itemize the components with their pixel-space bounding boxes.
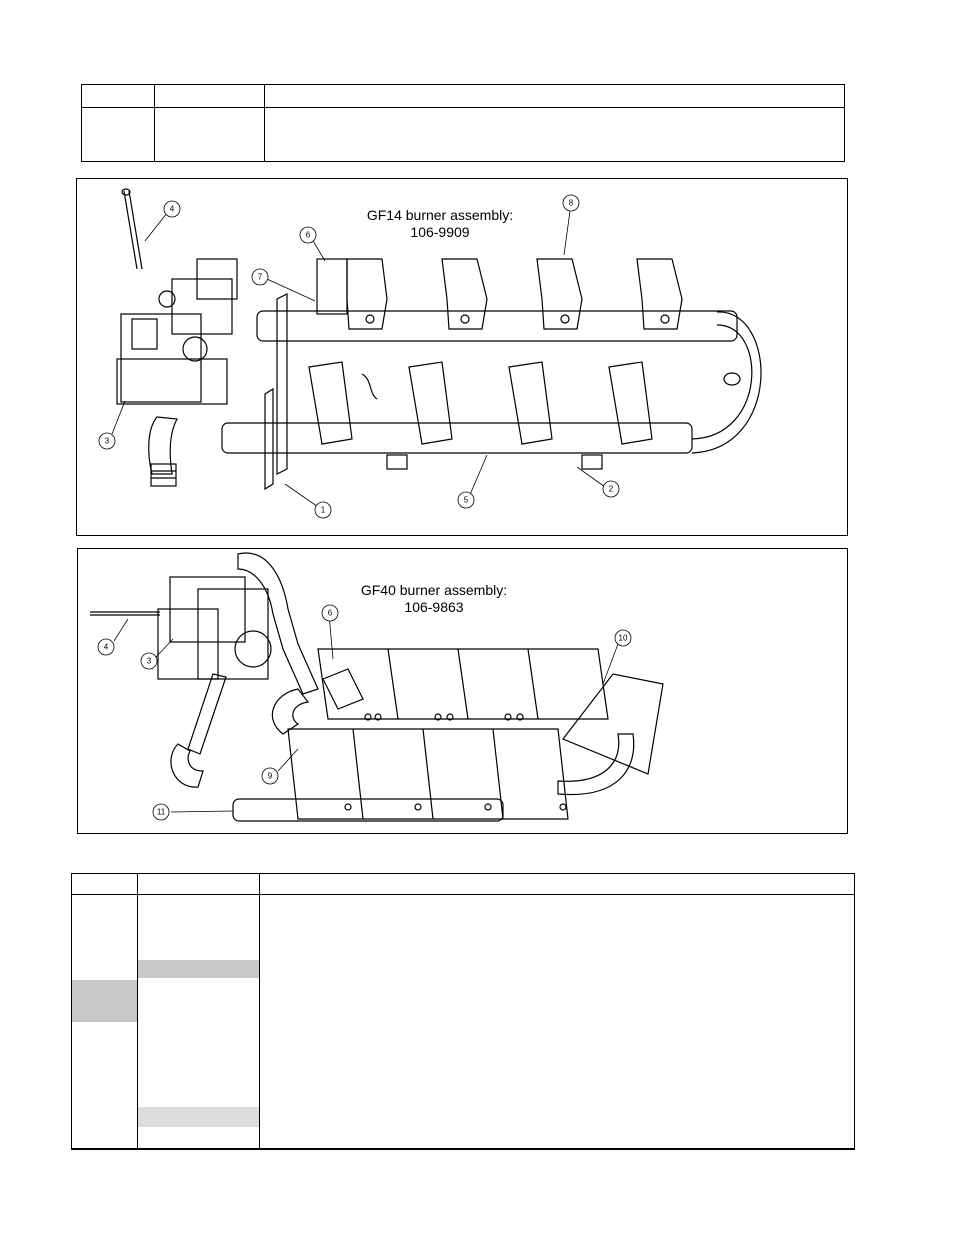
gf40-figure-title: GF40 burner assembly: 106-9863 [350, 582, 518, 616]
gf14-burner-drawing: 1 2 3 4 5 6 7 8 [98, 188, 762, 519]
gf14-burner-figure: 1 2 3 4 5 6 7 8 [76, 178, 848, 536]
top-table-header-row [82, 85, 844, 108]
upper-bracket [346, 258, 388, 330]
bottom-table-column-divider [137, 874, 138, 1148]
shaded-cell [138, 1107, 259, 1127]
gf14-title-line1: GF14 burner assembly: [366, 207, 514, 223]
callout-label-4: 4 [170, 205, 175, 214]
callout-label-6: 6 [328, 609, 333, 618]
callout-circle-1 [314, 501, 332, 519]
gf40-burner-drawing: 3 4 6 9 10 11 [90, 552, 664, 822]
thermocouple-rod [123, 190, 138, 270]
gf14-part-number: 106-9909 [410, 224, 470, 240]
bottom-table-column-divider [259, 874, 260, 1148]
callout-circle-3 [98, 432, 116, 450]
callout-label-1: 1 [321, 506, 326, 515]
bottom-manifold-tube [232, 798, 504, 822]
gf40-title-line1: GF40 burner assembly: [360, 582, 508, 598]
shaded-cell [72, 980, 137, 1022]
callout-label-6: 6 [306, 231, 311, 240]
callout-circle-6 [299, 226, 317, 244]
callout-circle-10 [614, 629, 632, 647]
callout-label-4: 4 [104, 643, 109, 652]
callout-label-3: 3 [105, 437, 110, 446]
lower-burner-tube [221, 422, 693, 454]
return-bend-tube [691, 311, 762, 454]
callout-circle-2 [602, 480, 620, 498]
callout-circle-9 [261, 767, 279, 785]
callout-label-7: 7 [258, 273, 263, 282]
callout-circle-7 [251, 268, 269, 286]
top-table-column-divider [264, 85, 265, 161]
callout-label-5: 5 [464, 496, 469, 505]
callout-label-10: 10 [619, 634, 628, 643]
callout-label-2: 2 [609, 485, 614, 494]
callout-label-9: 9 [268, 772, 273, 781]
callout-circle-3 [140, 652, 158, 670]
shaded-cell [138, 960, 259, 978]
gf40-burner-figure: 3 4 6 9 10 11 [77, 548, 848, 834]
callout-circle-8 [562, 194, 580, 212]
top-table-column-divider [154, 85, 155, 161]
top-table [81, 84, 845, 162]
lower-bracket [308, 361, 353, 445]
callout-label-8: 8 [569, 199, 574, 208]
upper-burner-tube [256, 310, 738, 342]
side-burner-shield [562, 673, 664, 775]
gf40-part-number: 106-9863 [404, 599, 464, 615]
callout-circle-6 [321, 604, 339, 622]
bottom-table [71, 873, 855, 1150]
front-burner-shield [287, 728, 569, 820]
callout-label-11: 11 [157, 808, 166, 817]
callout-circle-11 [152, 803, 170, 821]
gf14-figure-title: GF14 burner assembly: 106-9909 [356, 207, 524, 241]
callout-circle-4 [163, 200, 181, 218]
callout-circle-5 [457, 491, 475, 509]
bottom-table-header-row [72, 874, 854, 895]
callout-circle-4 [97, 638, 115, 656]
callout-label-3: 3 [147, 657, 152, 666]
gas-valve-body [120, 313, 202, 403]
